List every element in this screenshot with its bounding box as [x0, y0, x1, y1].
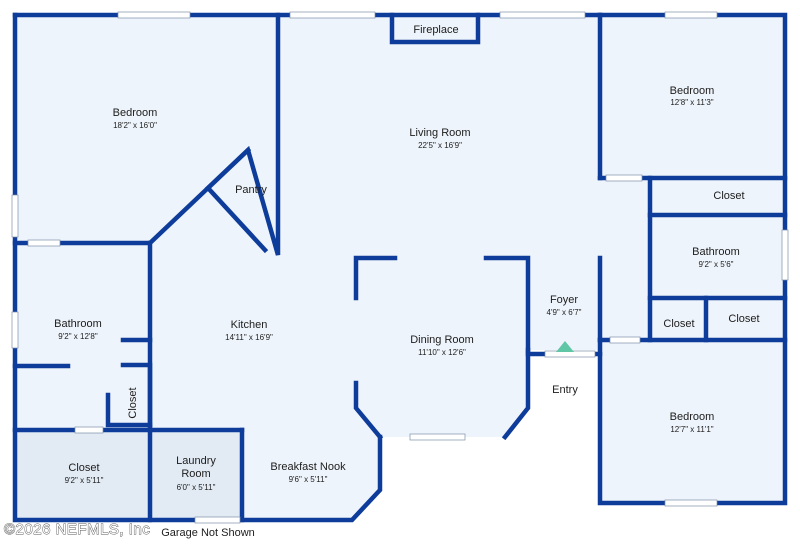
pantry-label: Pantry — [235, 184, 267, 196]
closet-e2-label: Closet — [728, 313, 759, 325]
bedroom-nw-dims: 18'2" x 16'0" — [113, 121, 157, 130]
bedroom-nw-name: Bedroom — [113, 107, 158, 119]
windows — [11, 11, 789, 524]
closet-sw-name: Closet — [68, 462, 99, 474]
bathroom-w-dims: 9'2" x 12'8" — [58, 332, 98, 341]
bedroom-se-name: Bedroom — [670, 411, 715, 423]
bathroom-e-name: Bathroom — [692, 246, 740, 258]
bedroom-ne-name: Bedroom — [670, 85, 715, 97]
bathroom-e-dims: 9'2" x 5'6" — [699, 260, 734, 269]
laundry-room-name-2: Room — [181, 468, 210, 480]
foyer-name: Foyer — [550, 294, 578, 306]
floor-fill — [15, 15, 785, 520]
entry-marker — [556, 341, 574, 352]
closet-e1-label: Closet — [663, 318, 694, 330]
kitchen-dims: 14'11" x 16'9" — [225, 333, 273, 342]
breakfast-nook-dims: 9'6" x 5'11" — [289, 475, 328, 484]
laundry-room-name-1: Laundry — [176, 455, 216, 467]
dining-room-dims: 11'10" x 12'6" — [418, 348, 466, 357]
laundry-room-dims: 6'0" x 5'11" — [177, 483, 216, 492]
entry-label: Entry — [552, 384, 578, 396]
fireplace-label: Fireplace — [413, 24, 458, 36]
closet-sw-dims: 9'2" x 5'11" — [65, 476, 104, 485]
bedroom-se-dims: 12'7" x 11'1" — [670, 425, 713, 434]
closet-ne-label: Closet — [713, 190, 744, 202]
bedroom-ne-dims: 12'8" x 11'3" — [670, 98, 713, 107]
foyer-dims: 4'9" x 6'7" — [547, 308, 582, 317]
living-room-dims: 22'5" x 16'9" — [418, 141, 462, 150]
closet-w-small-label: Closet — [127, 387, 139, 418]
bathroom-w-name: Bathroom — [54, 318, 102, 330]
kitchen-name: Kitchen — [231, 319, 268, 331]
watermark: ©2026 NEFMLS, Inc — [4, 521, 150, 538]
dining-room-name: Dining Room — [410, 334, 474, 346]
breakfast-nook-name: Breakfast Nook — [270, 461, 346, 473]
living-room-name: Living Room — [409, 127, 470, 139]
garage-note: Garage Not Shown — [161, 527, 255, 539]
